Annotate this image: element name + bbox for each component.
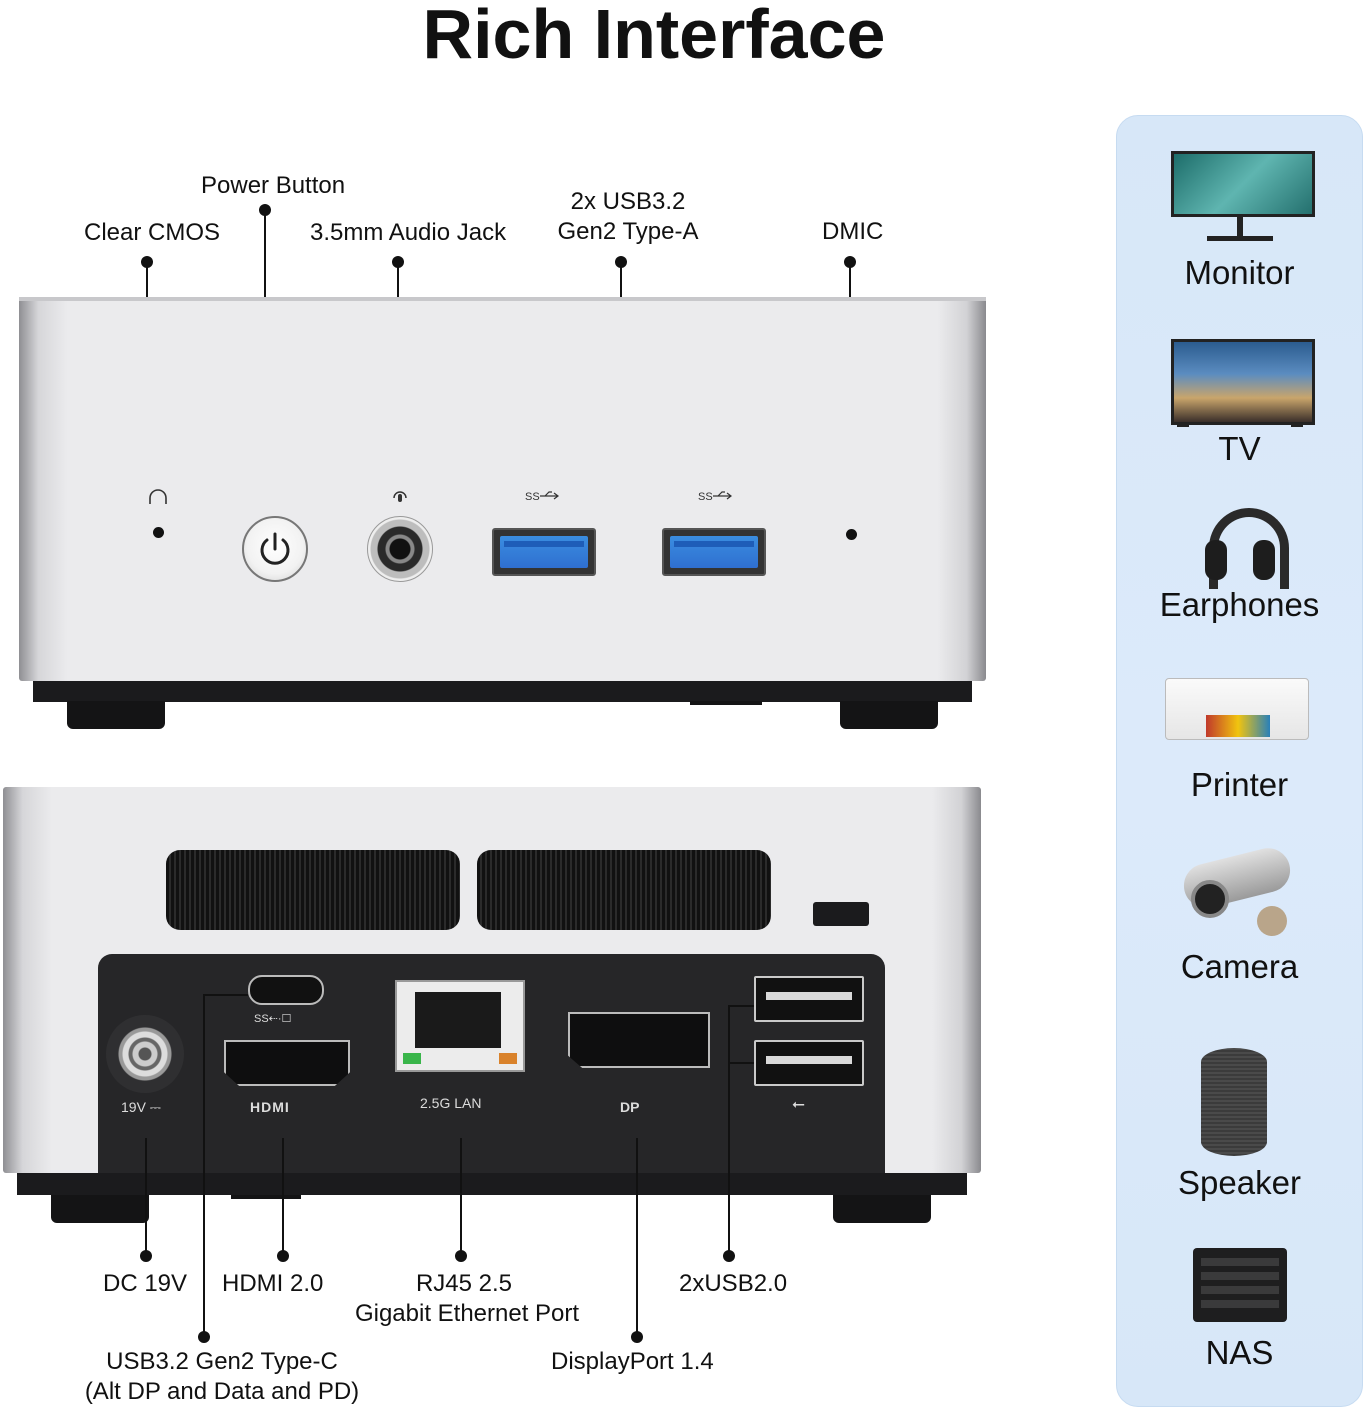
camera-lens — [1191, 880, 1229, 918]
leader-bracket — [728, 1005, 754, 1007]
leader-bracket — [203, 994, 248, 996]
label-hdmi: HDMI 2.0 — [222, 1270, 324, 1297]
leader-dot — [198, 1331, 210, 1343]
front-base-strip — [690, 701, 762, 705]
device-name-camera: Camera — [1180, 948, 1299, 985]
nas-icon — [1193, 1248, 1287, 1322]
monitor-icon — [1171, 151, 1315, 217]
label-audio-jack: 3.5mm Audio Jack — [310, 219, 507, 246]
compatible-devices-panel: Monitor TV Earphones Printer Camera Spea… — [1116, 115, 1363, 1407]
front-base — [33, 681, 972, 702]
svg-text:SS: SS — [698, 491, 713, 503]
usb-a-port-2[interactable] — [662, 528, 766, 576]
label-rj45-line2: Gigabit Ethernet Port — [354, 1300, 580, 1327]
label-power-button: Power Button — [201, 172, 346, 199]
clear-cmos-pinhole[interactable] — [153, 527, 164, 538]
hdmi-port-marking: HDMI — [250, 1099, 290, 1115]
tv-icon — [1171, 339, 1315, 425]
front-top-edge — [19, 297, 986, 301]
monitor-base — [1207, 236, 1273, 241]
device-name-speaker: Speaker — [1178, 1164, 1301, 1201]
air-vent-left — [166, 850, 460, 930]
audio-jack-port[interactable] — [367, 516, 433, 582]
leader-line — [728, 1005, 730, 1063]
dc-power-port[interactable] — [106, 1015, 184, 1093]
device-name-monitor: Monitor — [1184, 254, 1295, 291]
rear-base — [17, 1173, 967, 1195]
superspeed-usb-icon: SS — [698, 491, 732, 503]
rear-foot-right — [833, 1195, 931, 1223]
rear-foot-left — [51, 1195, 149, 1223]
label-usb32-line1: 2x USB3.2 — [570, 188, 686, 215]
leader-line — [460, 1138, 462, 1256]
leader-dot — [277, 1250, 289, 1262]
power-icon — [260, 532, 290, 565]
front-foot-left — [67, 701, 165, 729]
hdmi-port[interactable] — [224, 1040, 350, 1086]
printer-icon — [1165, 678, 1309, 740]
leader-dot — [455, 1250, 467, 1262]
front-foot-right — [840, 701, 938, 729]
label-dc-19v: DC 19V — [103, 1270, 188, 1297]
device-name-nas: NAS — [1205, 1334, 1274, 1371]
label-usbc-line1: USB3.2 Gen2 Type-C — [106, 1348, 338, 1375]
power-button[interactable] — [242, 516, 308, 582]
leader-dot — [631, 1331, 643, 1343]
label-clear-cmos: Clear CMOS — [84, 219, 221, 246]
dp-port-marking: DP — [620, 1099, 640, 1115]
leader-line — [145, 1138, 147, 1256]
displayport-port[interactable] — [568, 1012, 710, 1068]
leader-line — [636, 1138, 638, 1334]
camera-mount — [1257, 906, 1287, 936]
label-usbc-line2: (Alt DP and Data and PD) — [84, 1378, 360, 1405]
rj45-port[interactable] — [395, 980, 525, 1072]
leader-line — [728, 1062, 730, 1256]
security-lock-slot — [813, 902, 869, 926]
lan-port-marking: 2.5G LAN — [420, 1095, 482, 1111]
leader-dot — [140, 1250, 152, 1262]
label-usb32-line2: Gen2 Type-A — [557, 218, 699, 245]
leader-dot — [723, 1250, 735, 1262]
svg-text:SS: SS — [525, 491, 540, 503]
headphone-cup — [1253, 540, 1275, 580]
leader-line — [203, 994, 205, 1334]
air-vent-right — [477, 850, 771, 930]
rear-base-strip — [231, 1195, 301, 1199]
label-dmic: DMIC — [822, 218, 884, 245]
usb2-port-2[interactable] — [754, 1040, 864, 1086]
speaker-icon — [1201, 1048, 1267, 1156]
usb2-port-1[interactable] — [754, 976, 864, 1022]
usb-a-port-1[interactable] — [492, 528, 596, 576]
label-displayport: DisplayPort 1.4 — [551, 1348, 714, 1375]
device-name-printer: Printer — [1190, 766, 1289, 803]
device-name-earphones: Earphones — [1159, 586, 1320, 623]
dmic-hole — [846, 529, 857, 540]
headset-mic-icon — [393, 491, 407, 502]
front-panel — [19, 297, 986, 702]
usb-c-port[interactable] — [248, 975, 324, 1005]
superspeed-usb-icon: SS — [525, 491, 559, 503]
usbc-port-marking: SS⇠·☐ — [254, 1013, 292, 1025]
monitor-stand — [1237, 214, 1243, 236]
usb-port-marking: ⭠ — [792, 1096, 805, 1113]
label-rj45-line1: RJ45 2.5 — [415, 1270, 513, 1297]
tv-foot — [1291, 422, 1303, 427]
leader-line — [282, 1138, 284, 1256]
dc-port-marking: 19V ⎓ — [121, 1099, 161, 1115]
tv-foot — [1177, 422, 1189, 427]
printed-photo — [1206, 715, 1270, 737]
device-name-tv: TV — [1218, 430, 1261, 467]
page-title: Rich Interface — [422, 0, 886, 73]
label-usb2: 2xUSB2.0 — [679, 1270, 788, 1297]
headphone-icon — [149, 489, 167, 504]
headphone-cup — [1205, 540, 1227, 580]
leader-bracket — [728, 1062, 754, 1064]
